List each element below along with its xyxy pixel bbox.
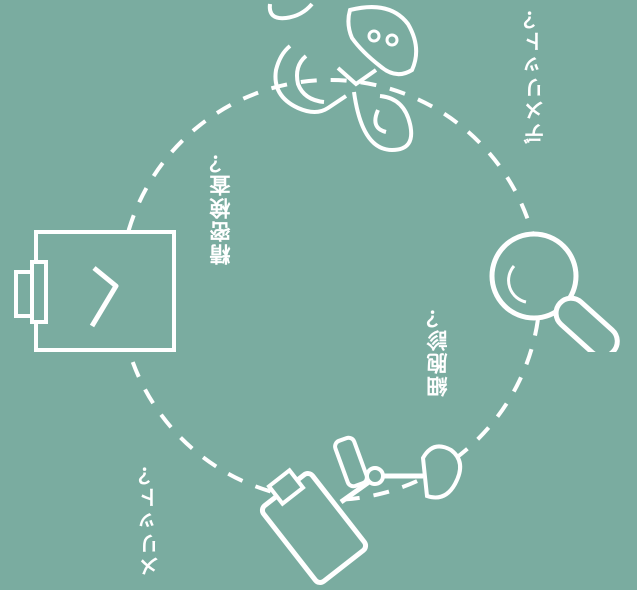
magnifier-icon — [489, 231, 620, 352]
label-cytology: 細胞診？ — [426, 305, 450, 397]
label-merit: メリット？ — [138, 462, 162, 577]
microscope-icon — [259, 435, 463, 585]
label-detailed-exam: 精密検査？ — [209, 150, 233, 265]
clipboard-check-icon — [14, 230, 176, 352]
doctors-icon — [267, 2, 419, 153]
label-demerit: デメリット？ — [523, 6, 547, 144]
